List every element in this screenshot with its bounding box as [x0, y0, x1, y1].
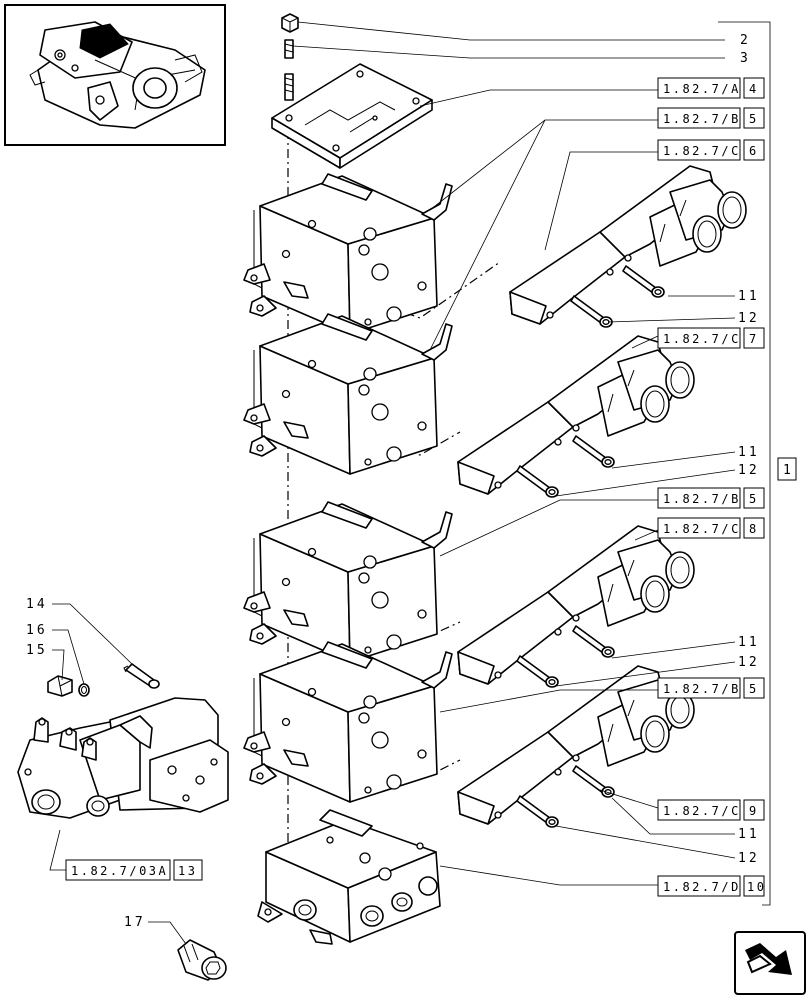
- callout-2: 2: [740, 33, 751, 48]
- screw-part-14: [123, 663, 160, 689]
- callout-11: 11: [738, 445, 760, 460]
- cap-nut-part-2: [281, 13, 299, 33]
- svg-text:13: 13: [178, 864, 197, 878]
- callout-15: 15: [26, 643, 48, 658]
- svg-text:5: 5: [749, 112, 759, 126]
- screw-part-12: [516, 655, 559, 688]
- svg-text:1.82.7/03A: 1.82.7/03A: [71, 864, 168, 878]
- svg-text:1.82.7/D: 1.82.7/D: [663, 880, 741, 894]
- svg-text:1.82.7/C: 1.82.7/C: [663, 144, 741, 158]
- next-page-arrow-icon[interactable]: [734, 931, 806, 995]
- reference-box-9: 1.82.7/C 9: [657, 799, 765, 821]
- screw-part-11: [622, 265, 665, 298]
- plug-part-15: [47, 675, 73, 697]
- svg-text:1.82.7/A: 1.82.7/A: [663, 82, 741, 96]
- svg-text:7: 7: [749, 332, 759, 346]
- screw-part-11: [572, 625, 615, 658]
- callout-11: 11: [738, 827, 760, 842]
- leader-lines: [49, 21, 736, 945]
- svg-text:9: 9: [749, 804, 759, 818]
- callout-14: 14: [26, 597, 48, 612]
- stud-part-3: [284, 39, 294, 101]
- reference-box-10: 1.82.7/D 10: [657, 875, 766, 897]
- callout-3: 3: [740, 51, 751, 66]
- elbow-fitting-part-7: [457, 335, 695, 495]
- reference-box-6: 1.82.7/C 6: [657, 139, 765, 161]
- seal-ring-part-16: [78, 683, 90, 697]
- screw-part-12: [516, 795, 559, 828]
- svg-text:5: 5: [749, 492, 759, 506]
- callout-11: 11: [738, 635, 760, 650]
- svg-text:10: 10: [747, 880, 766, 894]
- callout-1: 1: [777, 457, 797, 481]
- hydraulic-block-part-13: [17, 697, 229, 819]
- reference-box-8: 1.82.7/C 8: [657, 517, 765, 539]
- callout-11: 11: [738, 289, 760, 304]
- control-valve-4: [243, 641, 453, 803]
- svg-text:6: 6: [749, 144, 759, 158]
- svg-text:1.82.7/B: 1.82.7/B: [663, 682, 741, 696]
- assembly-bracket: [718, 21, 771, 906]
- svg-text:1.82.7/C: 1.82.7/C: [663, 804, 741, 818]
- reference-box-5: 1.82.7/B 5: [657, 677, 765, 699]
- callout-12: 12: [738, 655, 760, 670]
- screw-part-11: [572, 435, 615, 468]
- callout-12: 12: [738, 311, 760, 326]
- control-valve-1: [243, 173, 453, 335]
- tractor-rear-housing-thumbnail: [4, 4, 226, 146]
- screw-part-12: [570, 295, 613, 328]
- cover-plate-part-4: [271, 63, 433, 169]
- svg-text:4: 4: [749, 82, 759, 96]
- assembly-alignment-lines: [287, 130, 501, 880]
- screw-part-12: [516, 465, 559, 498]
- svg-text:1.82.7/C: 1.82.7/C: [663, 332, 741, 346]
- elbow-fitting-part-6: [509, 165, 747, 325]
- reference-box-5: 1.82.7/B 5: [657, 487, 765, 509]
- svg-text:1.82.7/C: 1.82.7/C: [663, 522, 741, 536]
- callout-17: 17: [124, 915, 146, 930]
- svg-text:5: 5: [749, 682, 759, 696]
- callout-12: 12: [738, 463, 760, 478]
- control-valve-3: [243, 501, 453, 663]
- reference-box-5: 1.82.7/B 5: [657, 107, 765, 129]
- callout-16: 16: [26, 623, 48, 638]
- elbow-fitting-part-8: [457, 525, 695, 685]
- callout-12: 12: [738, 851, 760, 866]
- control-valve-2: [243, 313, 453, 475]
- plug-part-17: [177, 939, 227, 981]
- svg-text:1: 1: [783, 463, 794, 478]
- svg-text:8: 8: [749, 522, 759, 536]
- end-valve-part-10: [257, 809, 441, 945]
- svg-text:1.82.7/B: 1.82.7/B: [663, 492, 741, 506]
- reference-box-4: 1.82.7/A 4: [657, 77, 765, 99]
- svg-text:1.82.7/B: 1.82.7/B: [663, 112, 741, 126]
- reference-box-7: 1.82.7/C 7: [657, 327, 765, 349]
- reference-box-13: 1.82.7/03A 13: [65, 859, 203, 881]
